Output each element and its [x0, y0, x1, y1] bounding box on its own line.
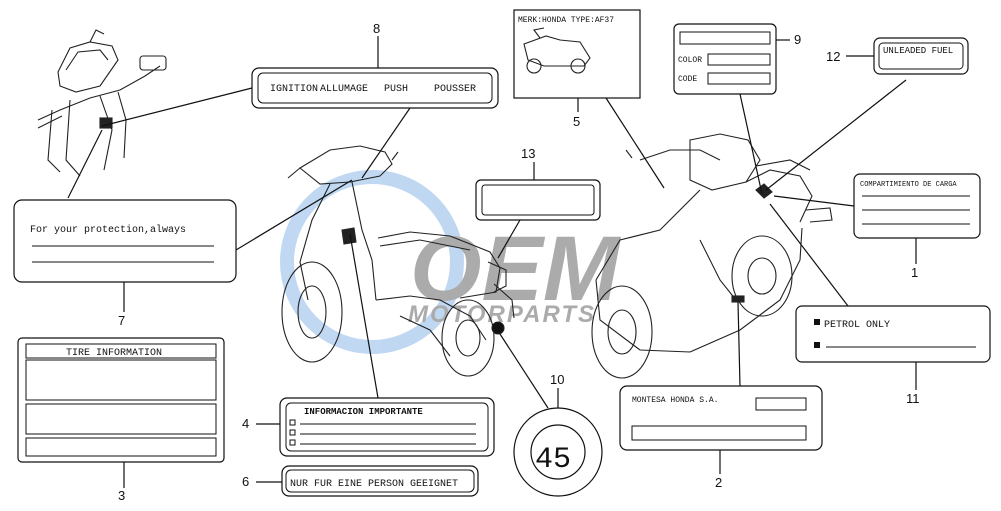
callout-13: 13	[521, 146, 535, 161]
label-11-petrol: PETROL ONLY	[795, 305, 991, 363]
scooter-left-sketch	[281, 145, 515, 377]
tire-text: TIRE INFORMATION	[66, 348, 162, 359]
callout-3: 3	[118, 488, 125, 503]
handlebar-sketch	[37, 29, 167, 177]
ignition-text-4: POUSSER	[434, 84, 476, 95]
label-2-montesa: MONTESA HONDA S.A.	[619, 385, 823, 451]
label-8-ignition: IGNITION ALLUMAGE PUSH POUSSER	[251, 67, 499, 109]
watermark-globe-icon	[280, 170, 464, 354]
nur-text: NUR FUR EINE PERSON GEEIGNET	[290, 479, 458, 490]
unleaded-text: UNLEADED FUEL	[883, 46, 953, 56]
callout-10: 10	[550, 372, 564, 387]
ignition-text-3: PUSH	[384, 84, 408, 95]
callout-numbers: 8 7 3 4 6 13 10 5 9 12 1 11 2	[118, 21, 920, 503]
informacion-text: INFORMACION IMPORTANTE	[304, 407, 423, 417]
merk-scooter-icon	[523, 27, 591, 74]
callout-12: 12	[826, 49, 840, 64]
compartment-text: COMPARTIMIENTO DE CARGA	[860, 181, 957, 189]
label-1-compartment: COMPARTIMIENTO DE CARGA	[853, 173, 981, 239]
callout-6: 6	[242, 474, 249, 489]
merk-text: MERK:HONDA TYPE:AF37	[518, 16, 614, 25]
watermark: OEM MOTORPARTS	[280, 170, 622, 354]
label-13-blank	[475, 179, 601, 221]
callout-5: 5	[573, 114, 580, 129]
label-10-speed: 45	[513, 407, 603, 497]
label-6-nur: NUR FUR EINE PERSON GEEIGNET	[281, 465, 479, 497]
callout-1: 1	[911, 265, 918, 280]
callout-8: 8	[373, 21, 380, 36]
protection-text: For your protection,always	[30, 224, 186, 236]
label-4-informacion: INFORMACION IMPORTANTE	[279, 397, 495, 457]
leader-lines	[67, 36, 917, 488]
label-12-unleaded-fuel: UNLEADED FUEL	[873, 37, 969, 75]
callout-4: 4	[242, 416, 249, 431]
speed-text: 45	[535, 443, 571, 477]
color-text: COLOR	[678, 56, 702, 65]
callout-9: 9	[794, 32, 801, 47]
montesa-text: MONTESA HONDA S.A.	[632, 396, 718, 405]
label-9-color-code: COLOR CODE	[673, 23, 777, 95]
callout-7: 7	[118, 313, 125, 328]
label-3-tire-info: TIRE INFORMATION	[17, 337, 225, 463]
label-7-protection: For your protection,always	[13, 199, 237, 283]
ignition-text-2: ALLUMAGE	[320, 84, 368, 95]
code-text: CODE	[678, 75, 697, 84]
petrol-text: PETROL ONLY	[824, 320, 890, 331]
callout-2: 2	[715, 475, 722, 490]
label-5-merk: MERK:HONDA TYPE:AF37	[513, 9, 641, 99]
ignition-text-1: IGNITION	[270, 84, 318, 95]
scooter-right-sketch	[591, 133, 833, 379]
callout-11: 11	[906, 391, 920, 406]
